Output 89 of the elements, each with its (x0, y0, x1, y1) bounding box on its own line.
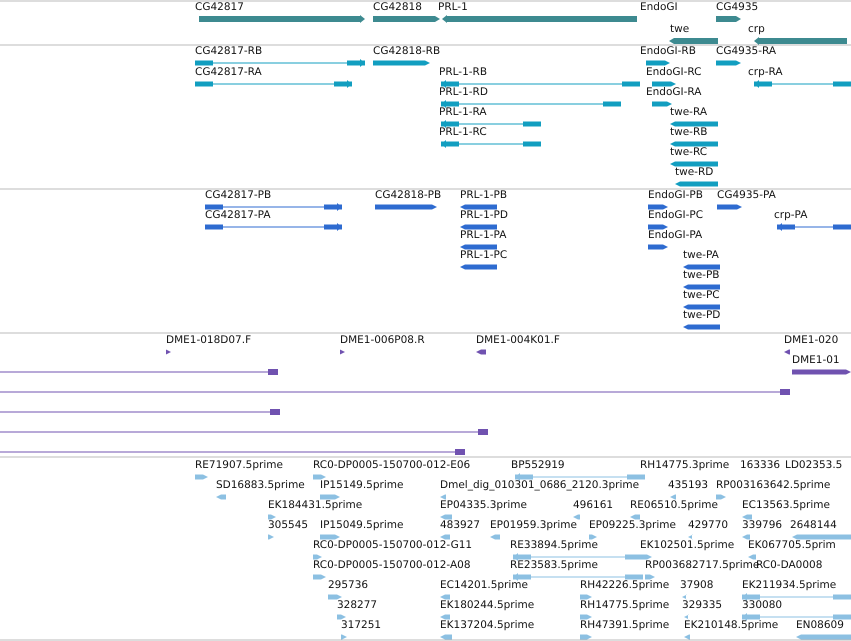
feature-label: twe-PC (683, 289, 720, 302)
feature-label: RC0-DP0005-150700-012-G11 (313, 539, 472, 552)
feature-label: DME1-004K01.F (476, 334, 560, 347)
feature-label: 328277 (337, 599, 378, 612)
feature-label: CG42817-RA (195, 66, 262, 79)
feature-label: PRL-1-PD (460, 209, 508, 222)
feature-label: 429770 (688, 519, 728, 532)
feature-label: EK211934.5prime (742, 579, 836, 592)
feature-label: CG42818 (373, 1, 422, 14)
feature-label: Dmel_dig_010301_0686_2120.3prime (440, 479, 640, 492)
feature-label: IP15049.5prime (320, 519, 404, 532)
feature-label: CG42818-RB (373, 45, 440, 58)
feature-label: EP01959.3prime (490, 519, 577, 532)
feature-label: CG42818-PB (375, 189, 442, 202)
feature-label: PRL-1 (438, 1, 468, 14)
feature-label: EndoGI-RC (646, 66, 702, 79)
feature-label: PRL-1-PB (460, 189, 508, 202)
feature-label: DME1-018D07.F (166, 334, 252, 347)
feature-label: CG42817-RB (195, 45, 262, 58)
feature-label: RH14775.5prime (580, 599, 670, 612)
feature-label: PRL-1-RB (439, 66, 488, 79)
feature-label: EK067705.5prim (748, 539, 836, 552)
feature-label: EndoGI-PB (648, 189, 703, 202)
feature-label: 330080 (742, 599, 782, 612)
feature-label: crp-RA (748, 66, 783, 79)
feature-label: IP15149.5prime (320, 479, 404, 492)
feature-label: EndoGI-RA (646, 86, 702, 99)
feature-label: PRL-1-RA (439, 106, 487, 119)
feature-label: 2648144 (790, 519, 837, 532)
feature-label: 163336 (740, 459, 780, 472)
feature-label: crp-PA (774, 209, 808, 222)
feature-label: CG4935 (716, 1, 758, 14)
feature-label: CG4935-PA (717, 189, 776, 202)
feature-label: DME1-006P08.R (340, 334, 425, 347)
feature-label: RE06510.5prime (630, 499, 718, 512)
feature-label: LD02353.5 (785, 459, 842, 472)
feature-label: twe-RA (670, 106, 708, 119)
feature-label: PRL-1-RC (439, 126, 487, 139)
feature-label: RE33894.5prime (510, 539, 598, 552)
feature-label: CG42817-PA (205, 209, 271, 222)
feature-label: RH14775.3prime (640, 459, 730, 472)
feature-label: PRL-1-PC (460, 249, 508, 262)
feature-label: twe-PA (683, 249, 719, 262)
feature-label: EK137204.5prime (440, 619, 534, 632)
feature-label: RE23583.5prime (510, 559, 598, 572)
feature-label: 435193 (668, 479, 708, 492)
feature-label: twe (670, 23, 690, 36)
feature-label: EP04335.3prime (440, 499, 527, 512)
feature-label: twe-RD (675, 166, 714, 179)
feature-label: EndoGI (640, 1, 678, 14)
feature-label: EndoGI-RB (640, 45, 696, 58)
feature-label: EC13563.5prime (742, 499, 830, 512)
feature-label: DME1-01 (792, 354, 840, 367)
feature-label: crp (748, 23, 765, 36)
feature-label: 305545 (268, 519, 308, 532)
feature-label: EndoGI-PA (648, 229, 702, 242)
feature-label: CG4935-RA (716, 45, 776, 58)
feature-label: RE71907.5prime (195, 459, 283, 472)
feature-label: EK180244.5prime (440, 599, 534, 612)
feature-label: SD16883.5prime (216, 479, 305, 492)
feature-label: EP09225.3prime (589, 519, 676, 532)
feature-label: RC0-DP0005-150700-012-E06 (313, 459, 470, 472)
feature-label: RH47391.5prime (580, 619, 670, 632)
feature-label: RC0-DP0005-150700-012-A08 (313, 559, 471, 572)
feature-label: 329335 (682, 599, 722, 612)
feature-label: twe-RB (670, 126, 708, 139)
feature-label: twe-PD (683, 309, 720, 322)
feature-label: PRL-1-RD (439, 86, 488, 99)
feature-label: 483927 (440, 519, 480, 532)
feature-label: EN08609 (796, 619, 844, 632)
feature-label: RP003163642.5prime (716, 479, 830, 492)
feature-label: EK210148.5prime (684, 619, 778, 632)
feature-label: 317251 (341, 619, 382, 632)
feature-label: twe-PB (683, 269, 720, 282)
feature-label: EK184431.5prime (268, 499, 362, 512)
feature-label: 37908 (680, 579, 714, 592)
feature-label: EC14201.5prime (440, 579, 528, 592)
feature-label: EndoGI-PC (648, 209, 704, 222)
feature-label: PRL-1-PA (460, 229, 506, 242)
feature-label: CG42817-PB (205, 189, 272, 202)
feature-label: CG42817 (195, 1, 244, 14)
feature-label: 496161 (573, 499, 614, 512)
feature-label: 339796 (742, 519, 782, 532)
feature-label: EK102501.5prime (640, 539, 734, 552)
feature-label: DME1-020 (784, 334, 838, 347)
feature-label: BP552919 (511, 459, 565, 472)
feature-label: RH42226.5prime (580, 579, 670, 592)
feature-label: 295736 (328, 579, 368, 592)
feature-label: twe-RC (670, 146, 708, 159)
